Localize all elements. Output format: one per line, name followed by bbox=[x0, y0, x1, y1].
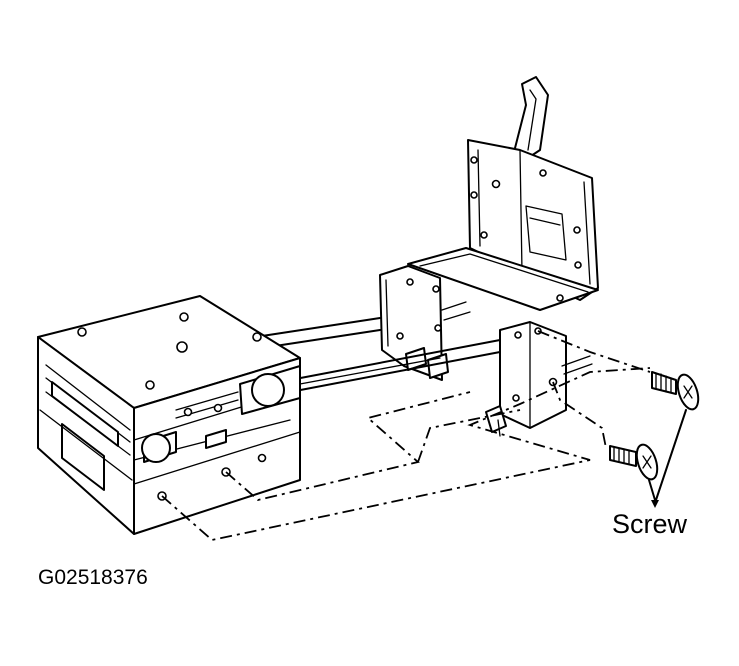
rail-inner bbox=[299, 357, 441, 385]
radio-top-screw bbox=[77, 327, 87, 337]
screw-upper bbox=[651, 371, 700, 411]
screw-thread-lines bbox=[655, 372, 672, 394]
bracket-right-foot-edge bbox=[497, 419, 501, 437]
screw-leader-lines bbox=[648, 409, 687, 508]
bracket-hole bbox=[406, 278, 414, 286]
screw-label: Screw bbox=[612, 509, 688, 539]
bracket-window-line bbox=[529, 217, 561, 226]
bracket-plate-edge bbox=[477, 149, 481, 247]
rail-line bbox=[261, 317, 381, 337]
bracket-shelf bbox=[407, 247, 599, 311]
figure-id: G02518376 bbox=[38, 566, 148, 589]
alignment-line-mid bbox=[417, 409, 521, 463]
radio-front-line bbox=[39, 409, 133, 481]
screw-lower bbox=[609, 443, 659, 481]
bracket-left-tab bbox=[379, 265, 443, 381]
bracket-hole bbox=[470, 156, 478, 164]
bracket-window bbox=[525, 205, 567, 261]
display-window bbox=[61, 423, 105, 491]
bracket-left-tab-edge bbox=[385, 279, 389, 347]
rail-line bbox=[289, 339, 501, 381]
leader-line-lower-screw bbox=[648, 479, 656, 501]
bracket-right-pin bbox=[561, 355, 593, 375]
bracket-hole bbox=[556, 294, 564, 302]
screw-cross-icon bbox=[642, 455, 652, 469]
radio-mount-hole bbox=[257, 453, 267, 463]
alignment-line-screw-upper bbox=[537, 330, 651, 373]
alignment-lines bbox=[161, 330, 651, 541]
bracket-hole bbox=[434, 324, 442, 332]
radio-unit bbox=[37, 295, 301, 535]
screw-cross-icon bbox=[683, 385, 693, 399]
radio-top-screw bbox=[145, 380, 155, 390]
bracket-tab-pin bbox=[441, 301, 471, 321]
rear-keyhole bbox=[251, 373, 285, 407]
bracket-hole bbox=[470, 191, 478, 199]
radio-lower-edge bbox=[133, 431, 301, 485]
bracket-hole bbox=[512, 394, 520, 402]
bracket-hole bbox=[539, 169, 547, 177]
side-screw-hole bbox=[183, 407, 193, 417]
bracket-hole bbox=[573, 226, 581, 234]
screw-thread bbox=[651, 371, 677, 395]
disc-slot bbox=[51, 381, 119, 447]
alignment-line-lower bbox=[161, 367, 651, 541]
bracket-left-foot bbox=[427, 353, 449, 379]
bracket-hole bbox=[574, 261, 582, 269]
mounting-bracket bbox=[379, 76, 599, 437]
rail-line bbox=[289, 351, 501, 393]
alignment-line-screw-lower bbox=[552, 381, 607, 449]
bracket-hole bbox=[432, 285, 440, 293]
leader-arrowhead bbox=[651, 500, 659, 508]
bracket-plate-right-edge bbox=[583, 181, 591, 285]
radio-top-screw bbox=[176, 341, 188, 353]
radio-top-screw bbox=[179, 312, 189, 322]
bracket-hole bbox=[514, 331, 522, 339]
bracket-hole bbox=[396, 332, 404, 340]
screw-thread-lines bbox=[613, 446, 630, 465]
side-tab bbox=[205, 429, 227, 449]
leader-line-upper-screw bbox=[655, 409, 687, 501]
bracket-hole bbox=[480, 231, 488, 239]
slide-rails bbox=[261, 317, 501, 393]
rail-line bbox=[261, 329, 381, 349]
radio-top-screw bbox=[252, 332, 262, 342]
radio-slot-edge bbox=[45, 364, 131, 431]
bracket-plate-fold bbox=[519, 149, 523, 273]
bracket-strap bbox=[513, 76, 549, 161]
bracket-hole bbox=[491, 179, 501, 189]
side-keyhole bbox=[141, 433, 171, 463]
bracket-strap-fold bbox=[527, 89, 537, 151]
bracket-shelf-edge bbox=[419, 253, 589, 293]
side-screw-hole bbox=[213, 403, 223, 413]
